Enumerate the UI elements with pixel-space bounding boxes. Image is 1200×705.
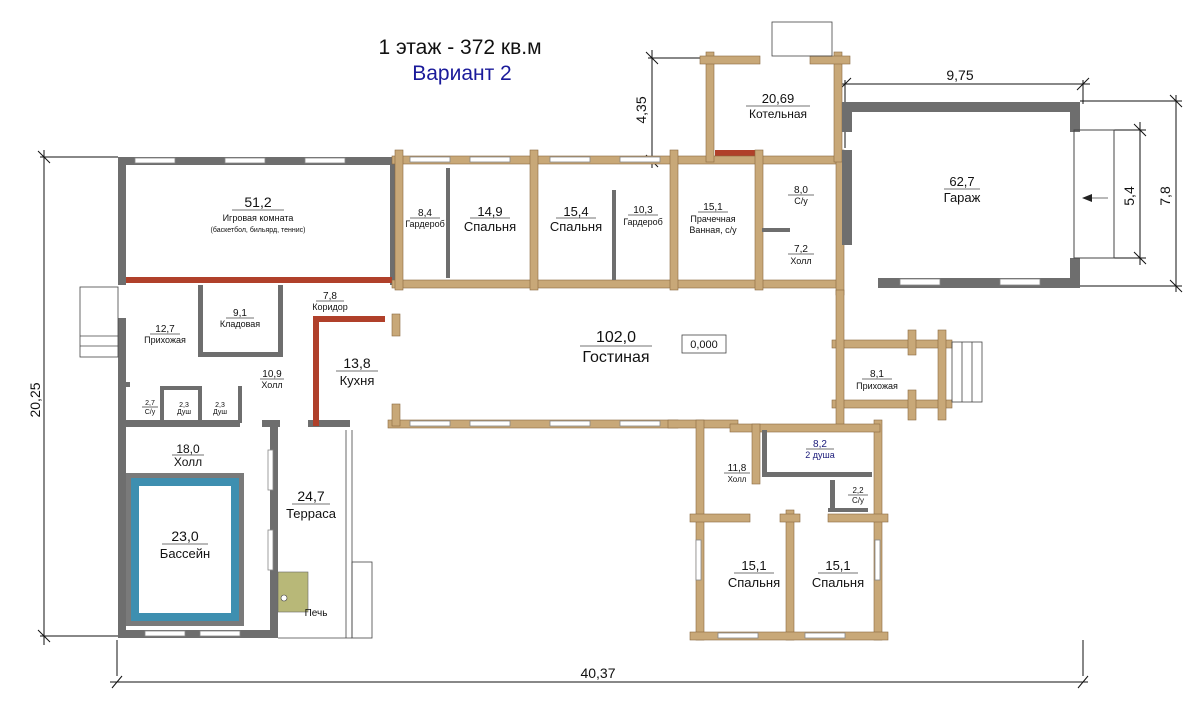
- wc-west-area: 2,7: [145, 400, 155, 407]
- plan-variant: Вариант 2: [412, 62, 512, 85]
- dim-boiler-depth: 4,35: [633, 96, 649, 123]
- bedroom3-area: 15,1: [741, 558, 766, 573]
- hall-center-area: 10,9: [262, 369, 282, 380]
- living-area: 102,0: [596, 329, 636, 346]
- laundry-name: Прачечная: [690, 214, 735, 224]
- wc-north-name: С/у: [794, 196, 808, 206]
- pool-name: Бассейн: [160, 546, 210, 561]
- entry-east-area: 8,1: [870, 369, 884, 380]
- laundry-area: 15,1: [703, 202, 723, 213]
- bedroom1-area: 14,9: [477, 204, 502, 219]
- terrace-name: Терраса: [286, 506, 337, 521]
- game-room-note: (баскетбол, бильярд, теннис): [211, 226, 306, 234]
- living-name: Гостиная: [582, 349, 649, 366]
- storage-name: Кладовая: [220, 319, 260, 329]
- wardrobe1-area: 8,4: [418, 208, 432, 219]
- bedroom2-area: 15,4: [563, 204, 588, 219]
- corridor-name: Коридор: [312, 302, 348, 312]
- pool-area: 23,0: [171, 528, 198, 544]
- shower1-name: Душ: [177, 409, 191, 416]
- garage-name: Гараж: [944, 190, 981, 205]
- laundry-name2: Ванная, с/у: [689, 225, 737, 235]
- shower2-name: Душ: [213, 409, 227, 416]
- wardrobe1-name: Гардероб: [405, 219, 445, 229]
- wc-south-name: С/у: [852, 496, 864, 505]
- bedroom2-name: Спальня: [550, 219, 602, 234]
- storage-area: 9,1: [233, 308, 247, 319]
- hall-center-name: Холл: [261, 380, 282, 390]
- wc-north-area: 8,0: [794, 185, 808, 196]
- wardrobe2-name: Гардероб: [623, 217, 663, 227]
- terrace-outline: [278, 430, 373, 639]
- bedroom4-name: Спальня: [812, 575, 864, 590]
- stove-name: Печь: [305, 608, 328, 619]
- block-walls: [118, 157, 398, 638]
- windows: [134, 156, 1041, 639]
- plan-title: 1 этаж - 372 кв.м: [378, 36, 541, 59]
- level-mark: 0,000: [690, 339, 718, 351]
- brick-walls: [126, 150, 755, 426]
- dark-partitions: [446, 168, 872, 512]
- game-room-area: 51,2: [244, 194, 271, 210]
- terrace-area: 24,7: [297, 488, 324, 504]
- shower2-area: 2,3: [215, 402, 225, 409]
- shower-room-name: 2 душа: [805, 450, 834, 460]
- dim-garage-depth: 7,8: [1157, 186, 1173, 206]
- wardrobe2-area: 10,3: [633, 205, 653, 216]
- entry-west-area: 12,7: [155, 324, 175, 335]
- hall-south-name: Холл: [728, 475, 747, 484]
- hall-north-name: Холл: [790, 256, 811, 266]
- dim-total-height: 20,25: [27, 382, 43, 417]
- steps-west: [79, 286, 119, 358]
- log-walls: [387, 51, 953, 641]
- dim-total-width: 40,37: [580, 665, 615, 681]
- shower1-area: 2,3: [179, 402, 189, 409]
- level-mark-box: [681, 334, 727, 354]
- steps-east: [951, 341, 983, 403]
- entry-west-name: Прихожая: [144, 335, 186, 345]
- hall-south-area: 11,8: [728, 463, 747, 474]
- kitchen-area: 13,8: [343, 355, 370, 371]
- garage-area: 62,7: [949, 174, 974, 189]
- boiler-area: 20,69: [762, 91, 795, 106]
- corridor-area: 7,8: [323, 291, 337, 302]
- stove-icon: [277, 571, 309, 613]
- dim-garage-door: 5,4: [1121, 186, 1137, 206]
- dimension-lines: [37, 50, 1183, 689]
- garage-door-arrow-icon: [1082, 194, 1108, 202]
- garage-walls: [842, 102, 1115, 288]
- entry-east-name: Прихожая: [856, 381, 898, 391]
- bedroom4-area: 15,1: [825, 558, 850, 573]
- bedroom1-name: Спальня: [464, 219, 516, 234]
- wc-west-name: С/у: [145, 409, 156, 416]
- boiler-porch: [771, 21, 833, 57]
- game-room-name: Игровая комната: [223, 213, 294, 223]
- hall-north-area: 7,2: [794, 244, 808, 255]
- wc-south-area: 2,2: [852, 486, 864, 495]
- shower-room-area: 8,2: [813, 439, 827, 450]
- dim-garage-width: 9,75: [946, 67, 973, 83]
- hall-pool-area: 18,0: [176, 442, 200, 456]
- bedroom3-name: Спальня: [728, 575, 780, 590]
- hall-pool-name: Холл: [174, 455, 202, 469]
- kitchen-name: Кухня: [340, 373, 375, 388]
- boiler-name: Котельная: [749, 107, 807, 121]
